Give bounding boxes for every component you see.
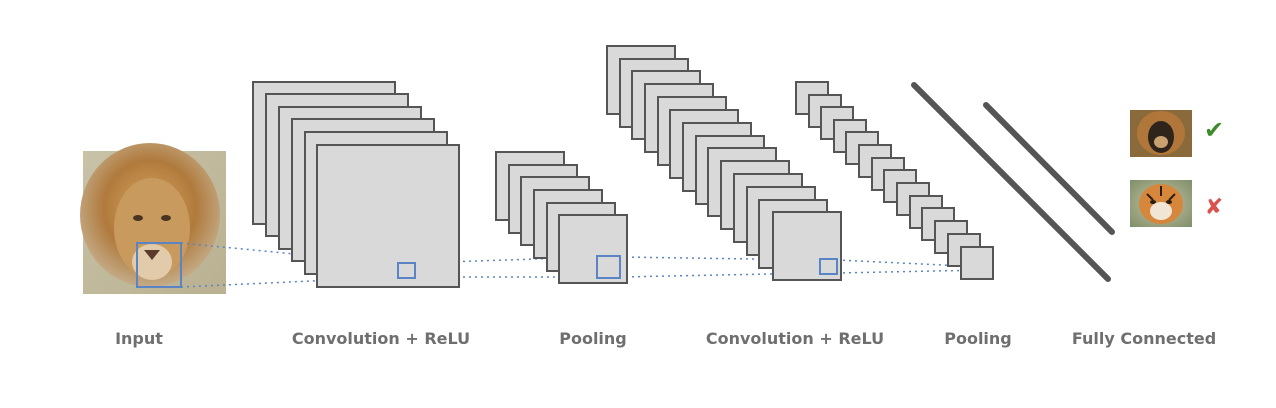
- stage-label-fully-connected: Fully Connected: [1071, 329, 1217, 348]
- fully-connected-layers: [911, 82, 1115, 282]
- input-lion-image: [80, 143, 226, 294]
- conv1-receptive-box: [397, 262, 416, 279]
- pool1-receptive-box: [596, 255, 621, 279]
- stage-label-pool2: Pooling: [944, 329, 1012, 348]
- stage-label-input: Input: [115, 329, 163, 348]
- pool1-feature-maps: [495, 151, 628, 284]
- pool2-feature-maps: [795, 81, 994, 280]
- conv1-feature-maps: [252, 81, 460, 288]
- stage-label-conv1: Convolution + ReLU: [291, 329, 471, 348]
- stage-label-conv2: Convolution + ReLU: [705, 329, 885, 348]
- conv2-feature-maps: [606, 45, 842, 281]
- output-lion-thumbnail: [1130, 110, 1192, 157]
- output-tiger-thumbnail: [1130, 180, 1192, 227]
- stage-label-pool1: Pooling: [559, 329, 627, 348]
- conv2-receptive-box: [819, 258, 838, 275]
- check-icon: ✔: [1204, 116, 1224, 144]
- cross-icon: ✘: [1205, 195, 1223, 220]
